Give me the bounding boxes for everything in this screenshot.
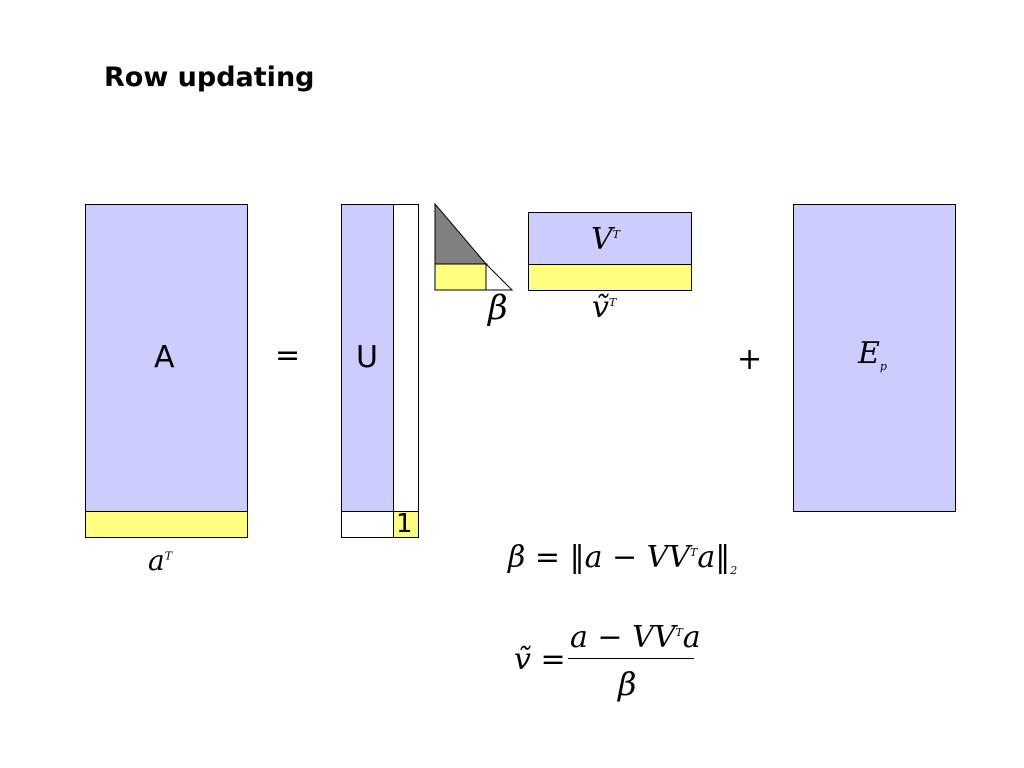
plus-sign: +: [737, 342, 763, 377]
matrix-u-bottom-row: [341, 511, 394, 538]
matrix-ep: [793, 204, 956, 512]
v-tilde-formula-denominator: β: [618, 665, 637, 703]
v-tilde-T-label: ṽT: [592, 290, 616, 325]
triangle-gray-part: [434, 203, 488, 265]
matrix-vt-new-row: [528, 264, 692, 291]
matrix-u: [341, 204, 394, 512]
aT-label: aT: [148, 544, 172, 577]
v-tilde-formula-lhs-var: ṽ: [514, 642, 531, 677]
equals-sign: =: [275, 338, 301, 373]
v-tilde-formula-lhs: ṽ =: [514, 642, 566, 677]
matrix-a: [85, 204, 248, 512]
ep-label: Ep: [858, 336, 887, 373]
v-tilde-base: ṽ: [592, 290, 609, 325]
beta-formula-rhs: ‖a − VV: [569, 540, 691, 575]
beta-formula-eq: =: [534, 540, 561, 575]
matrix-vt: [528, 212, 692, 265]
fraction-bar: [568, 658, 694, 659]
slide-title: Row updating: [104, 62, 315, 93]
triangle-beta-cell: [485, 262, 514, 291]
triangle-s-matrix: [434, 203, 514, 291]
beta-formula-lhs: β: [508, 540, 526, 575]
v-tilde-num-tail: a: [682, 620, 701, 655]
v-tilde-num-sup: T: [675, 626, 683, 639]
corner-one-label: 1: [396, 509, 413, 539]
aT-sup: T: [164, 549, 173, 563]
matrix-u-label: U: [356, 340, 378, 375]
matrix-a-label: A: [154, 340, 175, 375]
vt-label: VT: [591, 222, 620, 257]
beta-label: β: [488, 288, 508, 328]
matrix-u-new-column: [393, 204, 419, 512]
triangle-yellow-row: [434, 263, 488, 291]
v-tilde-formula-numerator: a − VVTa: [570, 620, 701, 655]
ep-base: E: [858, 336, 880, 371]
beta-formula-tail: a‖: [697, 540, 731, 575]
v-tilde-sup: T: [608, 296, 617, 309]
matrix-u-corner-one: [393, 511, 419, 538]
matrix-a-row-aT: [85, 511, 248, 538]
ep-sub: p: [879, 360, 887, 373]
v-tilde-formula-eq: =: [540, 642, 566, 677]
beta-formula-sup: T: [690, 546, 698, 559]
beta-formula: β = ‖a − VVTa‖2: [508, 540, 737, 577]
vt-sup: T: [612, 228, 621, 241]
vt-base: V: [591, 222, 613, 257]
v-tilde-num-main: a − VV: [570, 620, 676, 655]
aT-base: a: [148, 544, 165, 577]
beta-formula-sub: 2: [730, 564, 738, 577]
